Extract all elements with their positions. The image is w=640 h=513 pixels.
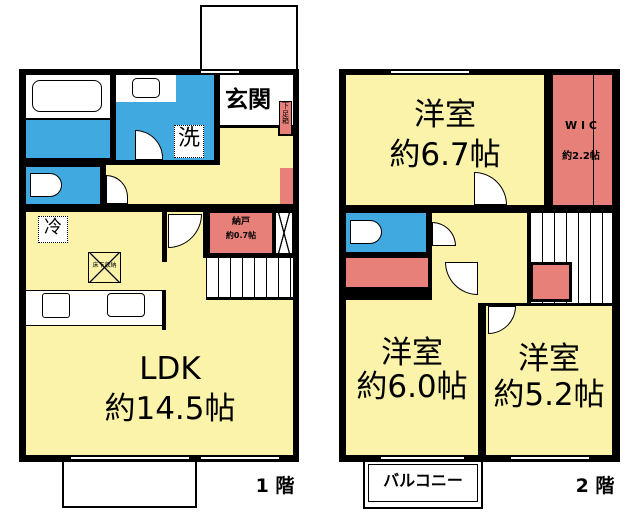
floor-storage-label: 床下収納 <box>92 262 117 269</box>
washroom-label: 洗 <box>177 126 200 151</box>
hall-closet <box>280 168 293 204</box>
bathroom <box>26 120 110 158</box>
washer-space <box>174 125 204 158</box>
balcony-label: バルコニー <box>383 471 463 490</box>
entrance-porch <box>200 5 298 71</box>
deck <box>62 462 197 508</box>
floor2-label: 2 階 <box>575 475 615 497</box>
closet-door[interactable] <box>276 213 292 253</box>
counter-wall <box>162 290 166 330</box>
wic-size: 約2.2帖 <box>562 151 600 162</box>
balcony-inner <box>368 464 478 502</box>
bathtub-icon <box>32 80 102 112</box>
room-c-size: 約5.2帖 <box>493 377 605 413</box>
room-c-name: 洋室 <box>518 341 580 377</box>
washroom-door[interactable] <box>135 130 163 160</box>
window <box>510 456 590 460</box>
window <box>380 456 465 460</box>
western-room-5-2 <box>486 306 612 455</box>
kitchen-sink-icon <box>107 293 145 317</box>
fridge-space <box>38 216 68 243</box>
staircase-floor1 <box>206 258 293 300</box>
floor1-label: 1 階 <box>255 475 295 497</box>
stove-icon <box>42 293 70 318</box>
wic-label: W I C <box>565 119 597 132</box>
storage-size: 約0.7帖 <box>225 231 257 240</box>
wic-divider <box>593 75 594 205</box>
room-b-name: 洋室 <box>381 335 443 371</box>
ldk-size: 約14.5帖 <box>104 391 236 427</box>
toilet-icon <box>350 220 382 244</box>
western-room-6-0 <box>346 300 478 455</box>
kitchen-wall <box>162 212 167 262</box>
hallway-lower <box>106 165 293 204</box>
shoe-box <box>279 101 292 135</box>
small-closet-2f <box>530 262 572 302</box>
entrance-label: 玄関 <box>225 87 271 113</box>
window <box>390 70 470 74</box>
room-a-name: 洋室 <box>414 97 476 133</box>
storage-label: 納戸 <box>231 217 250 227</box>
window <box>70 456 190 460</box>
floor-storage-hatch[interactable] <box>88 252 121 283</box>
walk-in-closet <box>550 75 612 205</box>
closet-2f <box>346 258 428 290</box>
storage-room <box>210 213 272 253</box>
western-room-6-7 <box>346 75 544 205</box>
balcony <box>363 462 483 509</box>
kitchen-counter <box>26 290 162 326</box>
toilet-icon <box>30 173 62 197</box>
sink-icon <box>132 78 160 98</box>
ldk-label: LDK <box>139 351 201 387</box>
shoe-box-label: 下足箱 <box>282 102 289 126</box>
window <box>200 70 240 74</box>
room-b-size: 約6.0帖 <box>356 369 468 405</box>
window <box>200 456 280 460</box>
room-a-size: 約6.7帖 <box>389 137 501 173</box>
fridge-label: 冷 <box>44 217 62 238</box>
